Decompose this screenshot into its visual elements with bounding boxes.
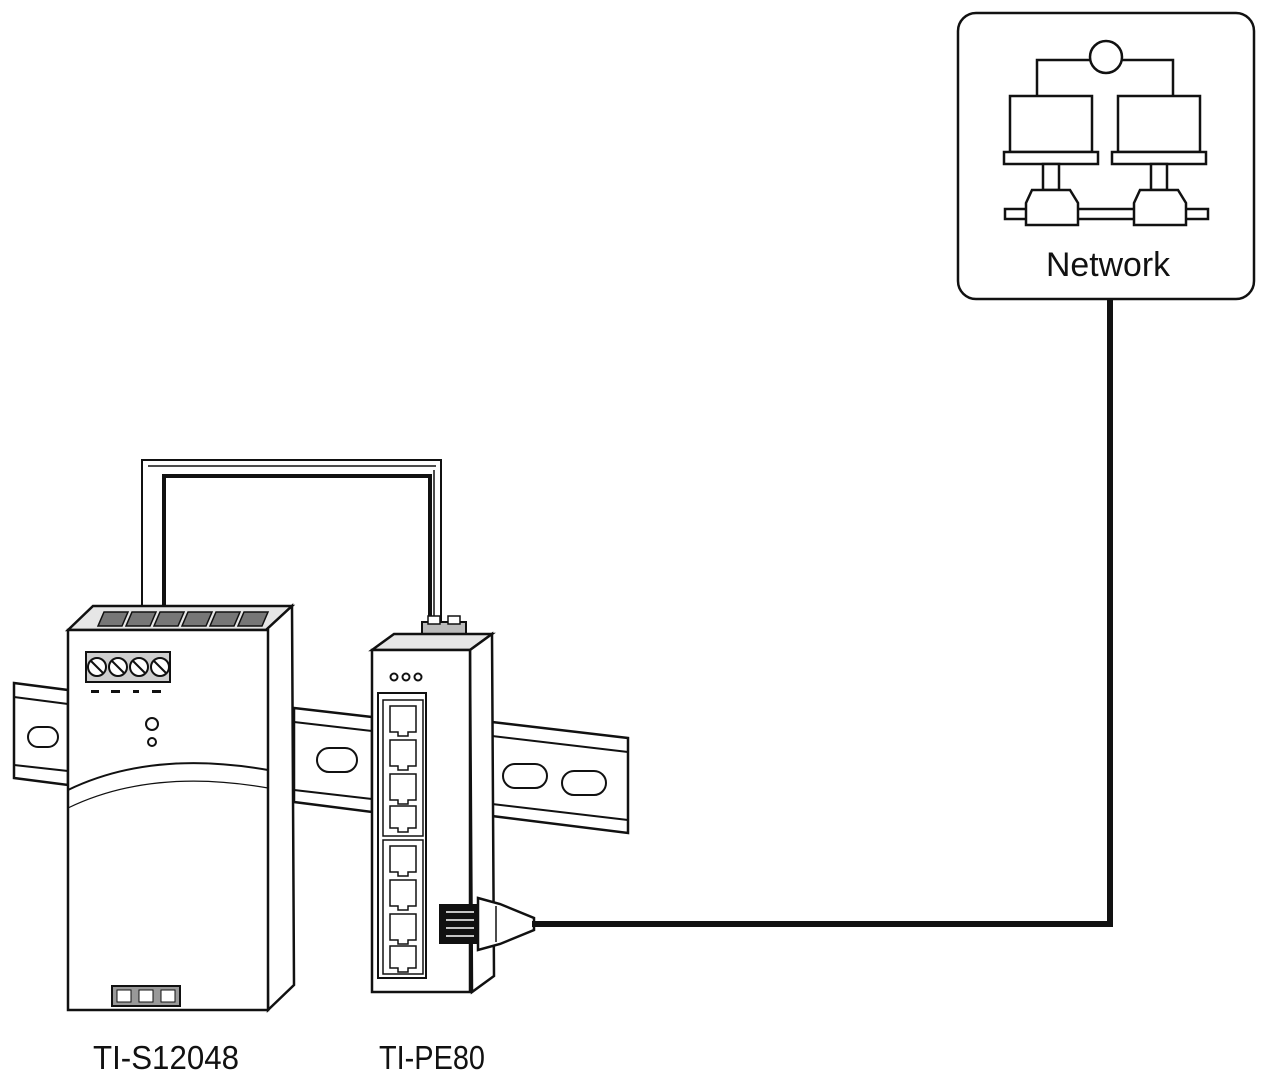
ethernet-port — [389, 845, 417, 877]
ethernet-cable — [439, 298, 1113, 952]
network-cable-line — [532, 298, 1113, 927]
ethernet-port — [389, 805, 417, 833]
power-supply-label: TI-S12048 — [93, 1039, 239, 1076]
switch-led — [389, 672, 399, 682]
switch-led — [401, 672, 411, 682]
rj45-boot — [476, 896, 536, 952]
psu-side — [264, 603, 296, 1013]
ethernet-port — [389, 739, 417, 771]
ethernet-port — [389, 773, 417, 805]
switch-led — [413, 672, 423, 682]
network-label: Network — [1046, 246, 1171, 284]
ethernet-port — [389, 705, 417, 737]
psu-adjust-knob — [145, 717, 159, 731]
psu-led — [147, 737, 157, 747]
power-cable — [141, 459, 442, 630]
network-node: Network — [956, 11, 1256, 301]
rj45-plug — [439, 904, 481, 944]
network-box — [956, 11, 1256, 301]
power-wire-outer — [141, 459, 442, 630]
psu-front — [66, 628, 270, 1012]
network-icon — [1002, 39, 1210, 227]
ethernet-port — [389, 879, 417, 911]
power-wire-inner — [162, 474, 432, 630]
ethernet-port — [389, 913, 417, 945]
din-rail-power-supply-icon — [64, 603, 296, 1013]
switch-label: TI-PE80 — [379, 1039, 485, 1076]
ethernet-port — [389, 945, 417, 973]
